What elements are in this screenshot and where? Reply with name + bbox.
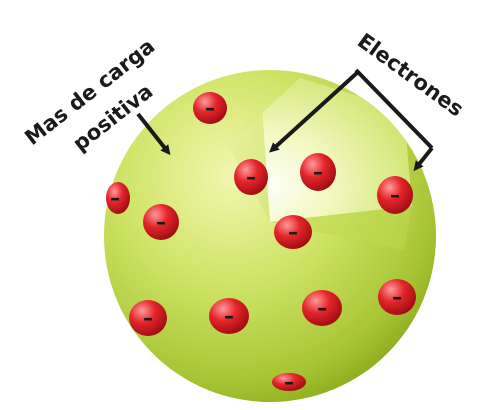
electron-sign: – [288,220,298,244]
arrow-electrons [269,68,434,172]
electron: – [302,290,342,326]
electron: – [377,176,413,214]
electron: – [143,204,179,240]
electron-sign: – [392,285,402,309]
electron: – [272,370,306,394]
electron: – [193,92,227,124]
electron-sign: – [313,160,323,184]
electron-sign: – [156,210,166,234]
sphere-cutaway [228,78,412,250]
electron-sign: – [284,370,294,394]
electrons: – – – – – – – – [106,92,416,394]
electron: – [209,298,249,334]
electron-sign: – [143,306,153,330]
electron-sign: – [246,165,256,189]
electron-sign: – [317,296,327,320]
electron-sign: – [110,186,120,210]
positive-sphere [104,70,436,402]
electron-sign: – [390,183,400,207]
electron: – [106,182,130,214]
electron: – [378,279,416,315]
electron: – [234,159,268,195]
electron-sign: – [205,96,215,120]
electron: – [274,215,312,249]
arrow-positive-mass [136,112,171,156]
electron-sign: – [224,304,234,328]
electron: – [129,300,167,336]
electron: – [300,153,336,191]
